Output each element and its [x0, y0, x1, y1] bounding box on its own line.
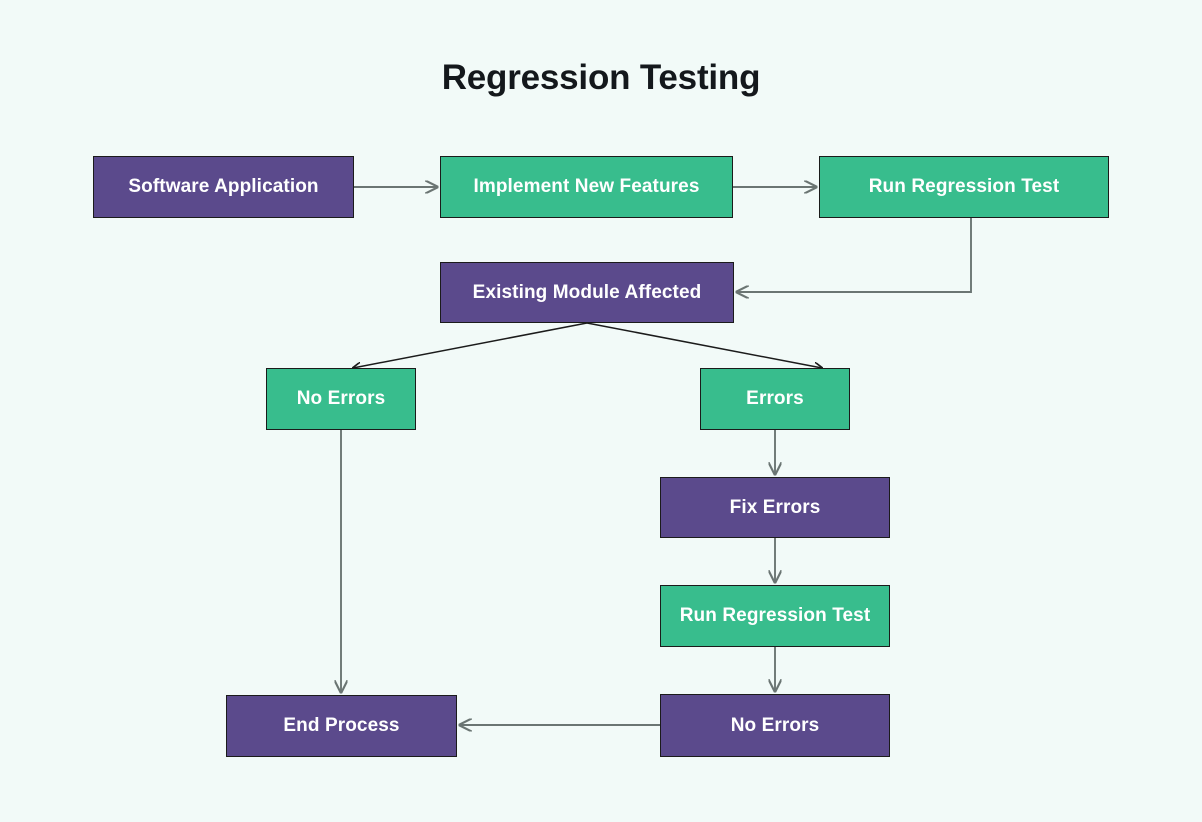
- node-no-errors-left[interactable]: No Errors: [266, 368, 416, 430]
- node-label-end-process: End Process: [283, 715, 400, 737]
- node-software-application[interactable]: Software Application: [93, 156, 354, 218]
- page-title: Regression Testing: [441, 58, 761, 97]
- node-label-existing-module-affected: Existing Module Affected: [472, 281, 702, 303]
- node-label-run-regression-test-bottom: Run Regression Test: [679, 605, 871, 627]
- node-label-no-errors-right: No Errors: [730, 714, 820, 736]
- node-errors[interactable]: Errors: [700, 368, 850, 430]
- node-existing-module-affected[interactable]: Existing Module Affected: [440, 262, 734, 323]
- node-label-errors: Errors: [746, 388, 804, 410]
- node-label-fix-errors: Fix Errors: [729, 496, 821, 518]
- node-fix-errors[interactable]: Fix Errors: [660, 477, 890, 538]
- node-label-no-errors-left: No Errors: [296, 388, 386, 410]
- node-label-run-regression-test-top: Run Regression Test: [868, 176, 1060, 198]
- node-label-software-application: Software Application: [128, 176, 319, 198]
- node-no-errors-right[interactable]: No Errors: [660, 694, 890, 757]
- node-implement-new-features[interactable]: Implement New Features: [440, 156, 733, 218]
- node-run-regression-test-bottom[interactable]: Run Regression Test: [660, 585, 890, 647]
- edge-run-to-existing-module: [737, 218, 972, 292]
- edge-existing-to-errors: [586, 322, 822, 368]
- node-run-regression-test-top[interactable]: Run Regression Test: [819, 156, 1109, 218]
- node-label-implement-new-features: Implement New Features: [473, 176, 700, 198]
- edge-existing-to-no-errors: [353, 322, 588, 368]
- node-end-process[interactable]: End Process: [226, 695, 457, 757]
